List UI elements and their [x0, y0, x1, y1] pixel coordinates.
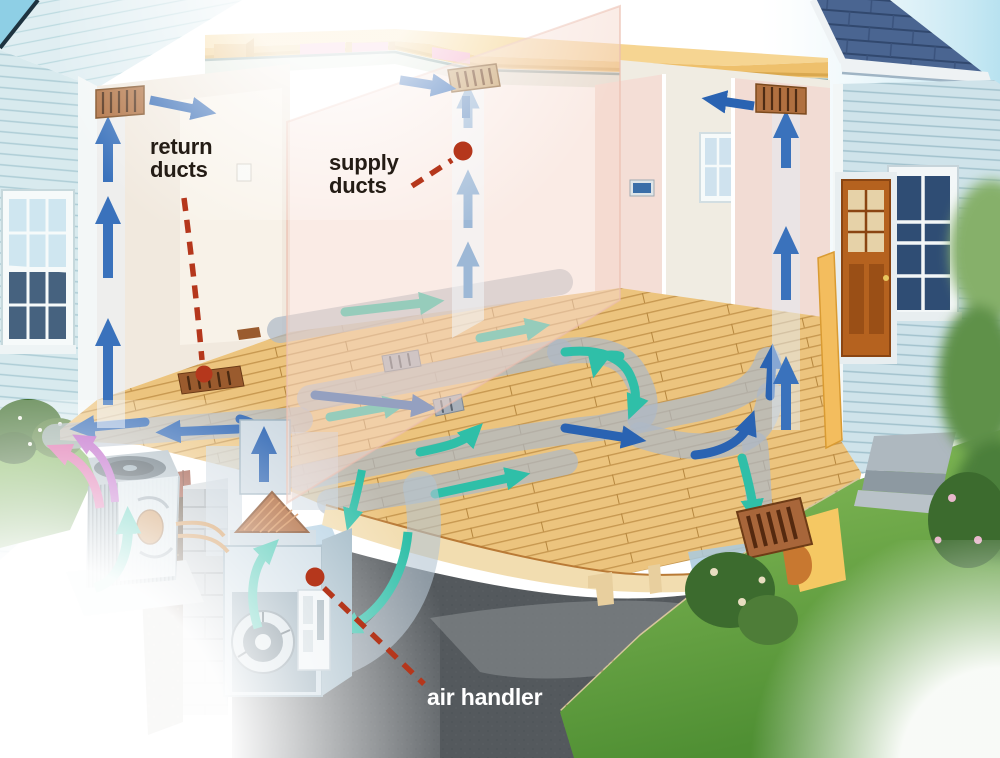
- label-return-ducts-line1: return: [150, 134, 213, 159]
- left-roof-rake-edge: [0, 0, 40, 50]
- floor-joist-hook: [588, 572, 614, 606]
- attic-return-arrow-right: [701, 90, 755, 114]
- callout-dot-supply-ducts: [453, 141, 473, 161]
- rake-trim: [809, 0, 847, 64]
- wall-register-right: [755, 83, 807, 115]
- cut-wall-edge: [817, 250, 843, 450]
- callout-line-supply-ducts: [410, 157, 454, 189]
- door-knob: [883, 275, 889, 281]
- window-sill: [0, 345, 76, 354]
- label-supply-ducts-line1: supply: [329, 150, 399, 175]
- label-supply-ducts-line2: ducts: [329, 172, 387, 198]
- doorway-trim: [662, 74, 666, 356]
- gable-roof: [813, 0, 985, 74]
- label-air-handler: air handler: [427, 684, 543, 710]
- callout-annotations: [181, 141, 473, 686]
- right-window: [884, 165, 962, 321]
- fascia-board: [840, 58, 992, 84]
- label-air-handler-line1: air handler: [427, 684, 543, 710]
- label-supply-ducts: supply ducts: [329, 150, 399, 198]
- doorway-trim-2: [731, 78, 735, 352]
- callout-dot-return-ducts: [195, 365, 213, 383]
- front-stoop: [854, 432, 956, 514]
- right-window-sill: [884, 312, 962, 321]
- entry-door: [835, 172, 897, 364]
- thermostat: [629, 179, 655, 197]
- callout-line-air-handler: [322, 586, 426, 686]
- callout-dot-air-handler: [305, 567, 325, 587]
- back-window-right: [699, 132, 738, 203]
- floor-register-small: [237, 327, 261, 340]
- label-return-ducts: return ducts: [150, 134, 213, 182]
- floor-joist-2: [648, 564, 662, 594]
- label-return-ducts-line2: ducts: [150, 156, 208, 182]
